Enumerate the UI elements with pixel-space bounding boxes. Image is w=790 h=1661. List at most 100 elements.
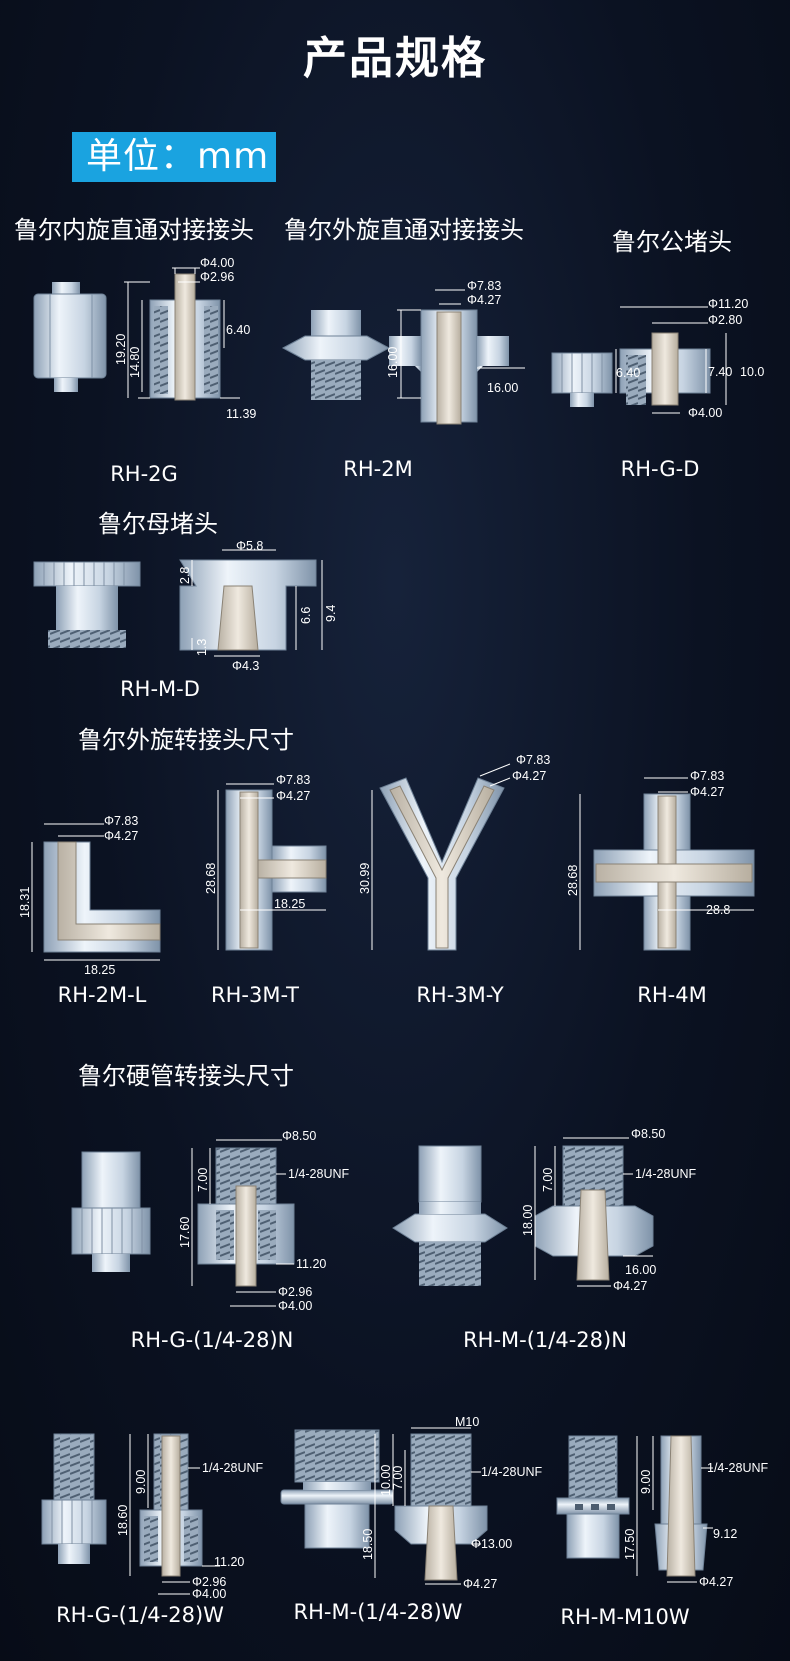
rh-g-w-dim-3: 11.20 — [214, 1555, 244, 1569]
rh-m-m10w-dim-1: 1/4-28UNF — [707, 1461, 768, 1475]
rh-m-d-dim-4: 1.3 — [195, 639, 209, 656]
rh-3m-t-dim-0: Φ7.83 — [276, 773, 310, 787]
rh-3m-y-dim-0: Φ7.83 — [516, 753, 550, 767]
rh-g-n-model: RH-G-(1/4-28)N — [130, 1328, 294, 1352]
unit-badge: 单位：mm — [72, 132, 276, 182]
rh-4m-model: RH-4M — [637, 983, 707, 1007]
page-title: 产品规格 — [303, 33, 487, 84]
rh-g-w-dim-4: Φ2.96 — [192, 1575, 226, 1589]
rh-g-w-drawing: 9.00 1/4-28UNF 18.60 11.20 Φ2.96 Φ4.00 — [41, 1433, 263, 1601]
section-title-male-plug: 鲁尔公堵头 — [612, 228, 732, 256]
rh-2g-dim-1: Φ2.96 — [200, 270, 234, 284]
rh-g-n-drawing: Φ8.50 7.00 1/4-28UNF 17.60 11.20 Φ2.96 Φ… — [71, 1129, 349, 1313]
rh-m-d-dim-0: Φ5.8 — [236, 539, 263, 553]
rh-m-m10w-drawing: 9.00 1/4-28UNF 17.50 9.12 Φ4.27 — [556, 1435, 768, 1589]
rh-4m-dim-0: Φ7.83 — [690, 769, 724, 783]
rh-2g-dim-5: 11.39 — [226, 407, 256, 421]
section-title-female-straight: 鲁尔内旋直通对接接头 — [14, 216, 254, 244]
rh-3m-t-dim-1: Φ4.27 — [276, 789, 310, 803]
rh-m-n-dim-0: Φ8.50 — [631, 1127, 665, 1141]
rh-g-w-dim-1: 1/4-28UNF — [202, 1461, 263, 1475]
section-title-hard-tube: 鲁尔硬管转接头尺寸 — [78, 1062, 294, 1090]
rh-3m-t-drawing: Φ7.83 Φ4.27 28.68 18.25 — [204, 773, 327, 951]
rh-4m-dim-3: 28.8 — [706, 903, 730, 917]
section-title-male-straight: 鲁尔外旋直通对接接头 — [284, 216, 524, 244]
rh-2m-dim-0: Φ7.83 — [467, 279, 501, 293]
rh-g-n-dim-6: Φ4.00 — [278, 1299, 312, 1313]
rh-3m-t-model: RH-3M-T — [211, 983, 299, 1007]
rh-g-d-dim-2: 6.40 — [616, 366, 640, 380]
rh-g-n-dim-5: Φ2.96 — [278, 1285, 312, 1299]
rh-2m-l-model: RH-2M-L — [57, 983, 147, 1007]
rh-2g-model: RH-2G — [110, 462, 178, 486]
rh-2m-drawing: Φ7.83 Φ4.27 16.00 16.00 — [281, 279, 525, 425]
rh-2g-dim-0: Φ4.00 — [200, 256, 234, 270]
rh-m-w-dim-2: 7.00 — [391, 1466, 405, 1490]
rh-m-m10w-dim-4: Φ4.27 — [699, 1575, 733, 1589]
rh-m-w-dim-4: 18.50 — [361, 1529, 375, 1560]
rh-m-d-drawing: Φ5.8 2.8 6.6 9.4 1.3 Φ4.3 — [33, 539, 338, 673]
rh-m-d-dim-2: 6.6 — [299, 607, 313, 624]
rh-2m-l-dim-0: Φ7.83 — [104, 814, 138, 828]
rh-2m-l-dim-2: 18.31 — [18, 887, 32, 918]
rh-4m-dim-2: 28.68 — [566, 865, 580, 896]
rh-m-m10w-dim-3: 9.12 — [713, 1527, 737, 1541]
rh-2m-l-drawing: Φ7.83 Φ4.27 18.31 18.25 — [18, 814, 161, 977]
rh-m-d-model: RH-M-D — [120, 677, 200, 701]
rh-4m-dim-1: Φ4.27 — [690, 785, 724, 799]
rh-2g-dim-3: 14.80 — [128, 347, 142, 378]
rh-m-w-dim-3: 1/4-28UNF — [481, 1465, 542, 1479]
rh-g-d-model: RH-G-D — [620, 457, 700, 481]
rh-2g-drawing: Φ4.00 Φ2.96 19.20 14.80 6.40 11.39 — [33, 256, 256, 421]
rh-2m-model: RH-2M — [343, 457, 413, 481]
rh-m-n-dim-4: 16.00 — [625, 1263, 656, 1277]
rh-g-n-dim-1: 7.00 — [196, 1168, 210, 1192]
rh-m-n-dim-2: 1/4-28UNF — [635, 1167, 696, 1181]
rh-3m-t-dim-2: 28.68 — [204, 863, 218, 894]
rh-m-n-model: RH-M-(1/4-28)N — [463, 1328, 627, 1352]
rh-m-w-dim-1: 10.00 — [379, 1465, 393, 1496]
rh-3m-y-dim-2: 30.99 — [358, 863, 372, 894]
rh-m-w-model: RH-M-(1/4-28)W — [293, 1600, 463, 1624]
rh-g-d-dim-0: Φ11.20 — [708, 297, 748, 311]
rh-2g-dim-4: 6.40 — [226, 323, 250, 337]
rh-m-w-drawing: M10 10.00 7.00 1/4-28UNF 18.50 Φ13.00 Φ4… — [280, 1415, 542, 1591]
rh-g-d-dim-1: Φ2.80 — [708, 313, 742, 327]
rh-3m-y-drawing: Φ7.83 Φ4.27 30.99 — [358, 753, 550, 951]
rh-m-w-dim-5: Φ13.00 — [471, 1537, 512, 1551]
section-title-male-adapters: 鲁尔外旋转接头尺寸 — [78, 726, 294, 754]
rh-g-d-drawing: Φ11.20 Φ2.80 6.40 7.40 10.0 Φ4.00 — [551, 297, 764, 420]
rh-2m-dim-1: Φ4.27 — [467, 293, 501, 307]
rh-2m-l-dim-1: Φ4.27 — [104, 829, 138, 843]
rh-g-n-dim-3: 17.60 — [178, 1217, 192, 1248]
rh-2m-l-dim-3: 18.25 — [84, 963, 115, 977]
section-title-female-plug: 鲁尔母堵头 — [98, 510, 218, 538]
rh-4m-drawing: Φ7.83 Φ4.27 28.68 28.8 — [566, 769, 755, 951]
rh-g-w-dim-2: 18.60 — [116, 1505, 130, 1536]
rh-m-w-dim-0: M10 — [455, 1415, 479, 1429]
rh-m-n-dim-1: 7.00 — [541, 1168, 555, 1192]
rh-g-n-dim-4: 11.20 — [296, 1257, 326, 1271]
rh-m-n-dim-5: Φ4.27 — [613, 1279, 647, 1293]
rh-g-d-dim-4: 10.0 — [740, 365, 764, 379]
rh-3m-y-model: RH-3M-Y — [416, 983, 504, 1007]
rh-m-d-dim-3: 9.4 — [324, 605, 338, 622]
rh-3m-y-dim-1: Φ4.27 — [512, 769, 546, 783]
rh-g-d-dim-5: Φ4.00 — [688, 406, 722, 420]
rh-g-n-dim-2: 1/4-28UNF — [288, 1167, 349, 1181]
rh-m-w-dim-6: Φ4.27 — [463, 1577, 497, 1591]
rh-m-m10w-dim-0: 9.00 — [639, 1470, 653, 1494]
rh-3m-t-dim-3: 18.25 — [274, 897, 305, 911]
rh-2m-dim-3: 16.00 — [487, 381, 518, 395]
rh-m-d-dim-1: 2.8 — [178, 567, 192, 584]
rh-m-m10w-model: RH-M-M10W — [560, 1605, 690, 1629]
rh-g-n-dim-0: Φ8.50 — [282, 1129, 316, 1143]
rh-g-d-dim-3: 7.40 — [708, 365, 732, 379]
rh-g-w-model: RH-G-(1/4-28)W — [56, 1603, 224, 1627]
rh-m-m10w-dim-2: 17.50 — [623, 1529, 637, 1560]
rh-m-n-dim-3: 18.00 — [521, 1205, 535, 1236]
rh-m-n-drawing: Φ8.50 7.00 1/4-28UNF 18.00 16.00 Φ4.27 — [392, 1127, 696, 1293]
rh-2g-dim-2: 19.20 — [114, 334, 128, 365]
rh-2m-dim-2: 16.00 — [386, 347, 400, 378]
rh-m-d-dim-5: Φ4.3 — [232, 659, 259, 673]
